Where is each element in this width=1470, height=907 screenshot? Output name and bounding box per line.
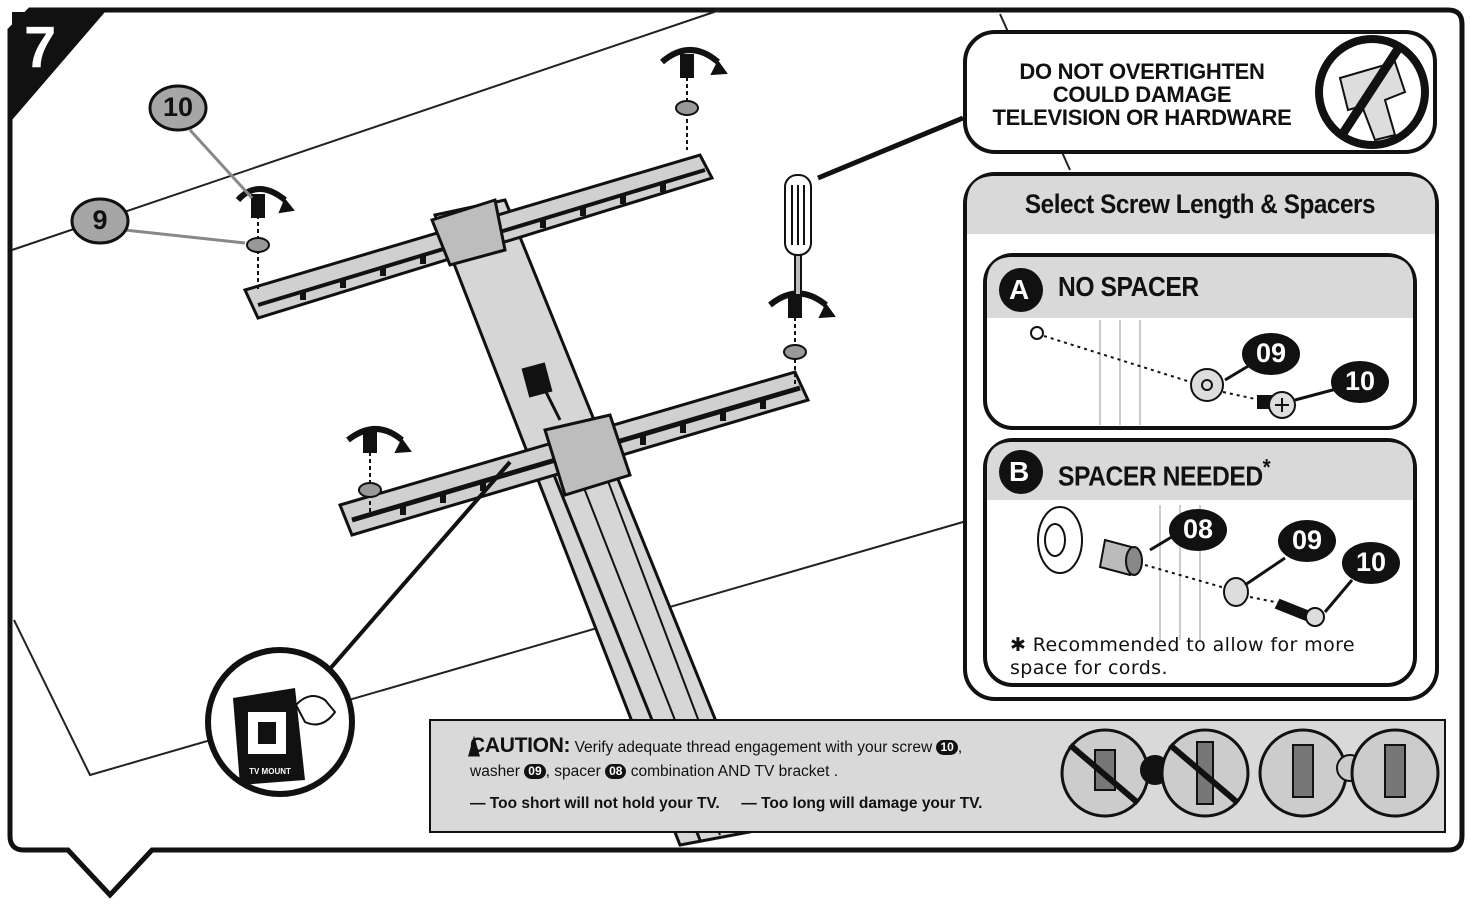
caution-title: CAUTION: <box>470 734 571 757</box>
option-b-letter: B <box>1009 456 1030 487</box>
too-short-screw-icon <box>1060 728 1150 818</box>
no-power-drill-icon <box>1315 35 1429 149</box>
step-number: 7 <box>24 15 57 80</box>
step-frame <box>7 7 1465 899</box>
callout-label-10: 10 <box>162 92 194 122</box>
overtighten-warning-box <box>963 30 1437 154</box>
option-a-title: NO SPACER <box>1058 271 1199 302</box>
callout-9 <box>70 197 246 245</box>
option-b-badge <box>999 450 1043 494</box>
correct-screw-icon <box>1350 728 1440 818</box>
spacer-note: ✱ Recommended to allow for more space fo… <box>1010 634 1355 679</box>
warning-leader-line <box>817 115 964 181</box>
overtighten-warning-text: DO NOT OVERTIGHTEN COULD DAMAGE TELEVISI… <box>992 59 1292 130</box>
screw-assembly-bottom-right <box>768 174 836 385</box>
too-long-warning: — Too long will damage your TV. <box>741 795 983 812</box>
option-b-label-09: 09 <box>1291 525 1323 555</box>
select-panel-title: Select Screw Length & Spacers <box>1024 189 1376 219</box>
correct-screw-icon <box>1258 728 1348 818</box>
step-number-tab <box>12 12 105 120</box>
spacer-ref-badge: 08 <box>605 764 627 779</box>
caution-screw-icons <box>1060 728 1440 818</box>
screw-assembly-top-left <box>235 186 295 290</box>
tv-manual-booklet-icon <box>233 688 337 785</box>
manual-leader-line <box>320 460 512 680</box>
option-a-label-10: 10 <box>1344 366 1376 396</box>
callout-10 <box>148 84 254 200</box>
option-a-diagram <box>1030 320 1389 425</box>
caution-text: CAUTION: Verify adequate thread engageme… <box>470 734 983 812</box>
caution-triangle-icon <box>468 735 480 757</box>
option-b-label-08: 08 <box>1182 514 1214 544</box>
callout-label-9: 9 <box>92 205 108 235</box>
too-long-screw-icon <box>1160 728 1250 818</box>
note-asterisk: ✱ <box>1010 634 1027 656</box>
option-a-letter: A <box>1009 274 1030 305</box>
screw-assembly-top-right <box>660 47 728 150</box>
washer-ref-badge: 09 <box>524 764 546 779</box>
screw-ref-badge: 10 <box>936 740 958 755</box>
option-a-badge <box>999 268 1043 312</box>
too-short-warning: — Too short will not hold your TV. <box>470 795 720 812</box>
lower-bracket <box>337 370 811 537</box>
tv-manual-label: TV MOUNT <box>249 767 291 776</box>
option-b-title: SPACER NEEDED* <box>1058 454 1271 492</box>
option-b-label-10: 10 <box>1355 547 1387 577</box>
option-b-diagram <box>1037 505 1400 640</box>
upper-bracket <box>242 153 715 320</box>
screw-assembly-bottom-left <box>346 426 412 515</box>
option-a-label-09: 09 <box>1255 338 1287 368</box>
